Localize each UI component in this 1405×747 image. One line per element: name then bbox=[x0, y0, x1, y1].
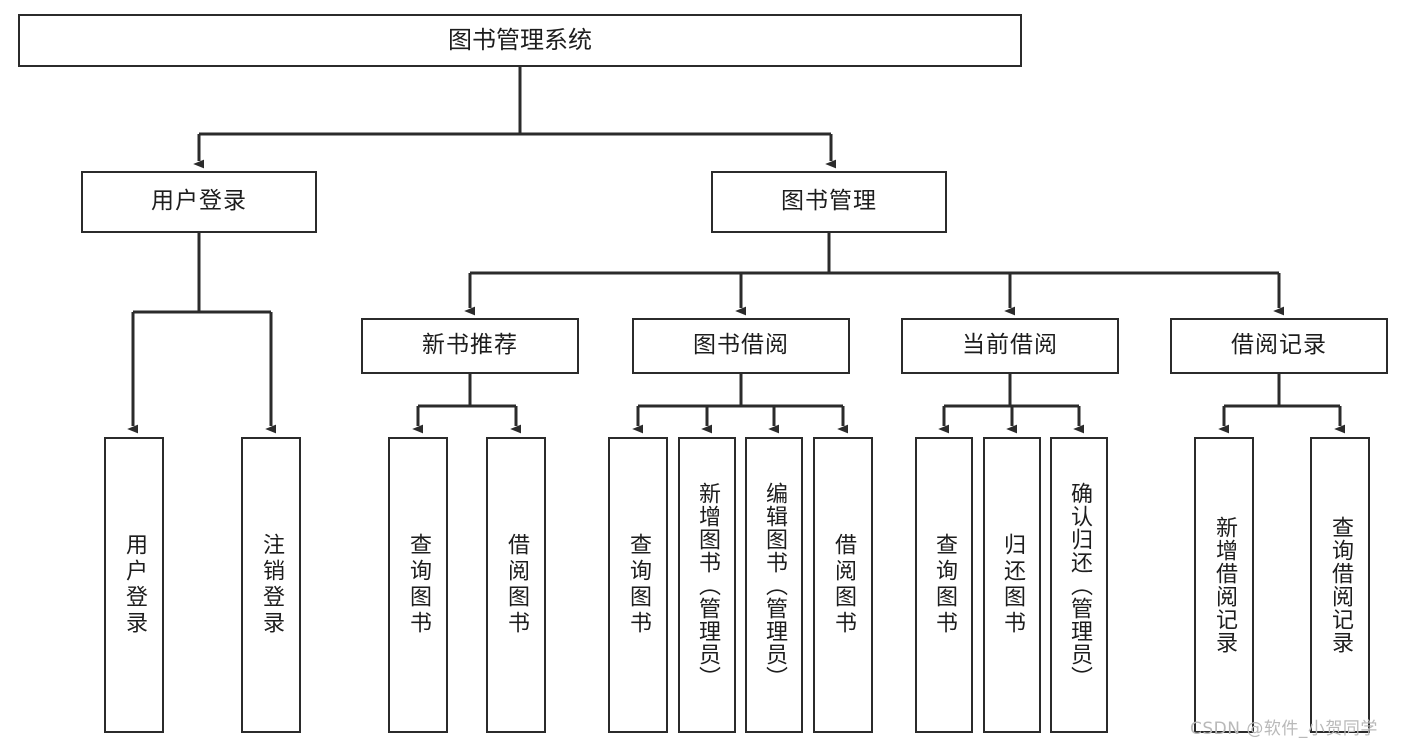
node-book-borrow[interactable]: 图书借阅 bbox=[632, 318, 850, 374]
node-root-label: 图书管理系统 bbox=[448, 26, 592, 55]
node-leaf-borrow-book-1[interactable]: 借阅图书 bbox=[486, 437, 546, 733]
watermark: CSDN @软件_小贺同学 bbox=[1190, 719, 1378, 739]
node-leaf-borrow-book-2[interactable]: 借阅图书 bbox=[813, 437, 873, 733]
node-leaf-query-book-3[interactable]: 查询图书 bbox=[915, 437, 973, 733]
node-leaf-add-record-label: 新增借阅记录 bbox=[1212, 516, 1237, 654]
node-leaf-query-record[interactable]: 查询借阅记录 bbox=[1310, 437, 1370, 733]
node-leaf-add-book[interactable]: 新增图书（管理员） bbox=[678, 437, 736, 733]
node-new-book-rec[interactable]: 新书推荐 bbox=[361, 318, 579, 374]
node-leaf-query-book-2[interactable]: 查询图书 bbox=[608, 437, 668, 733]
node-leaf-edit-book-label: 编辑图书（管理员） bbox=[762, 481, 787, 689]
node-leaf-query-book-2-label: 查询图书 bbox=[626, 533, 651, 637]
node-leaf-confirm-return-label: 确认归还（管理员） bbox=[1067, 481, 1092, 689]
node-leaf-query-book-1-label: 查询图书 bbox=[406, 533, 431, 637]
node-book-borrow-label: 图书借阅 bbox=[693, 332, 789, 359]
node-leaf-borrow-book-2-label: 借阅图书 bbox=[831, 533, 856, 637]
node-leaf-add-book-label: 新增图书（管理员） bbox=[695, 481, 720, 689]
node-leaf-borrow-book-1-label: 借阅图书 bbox=[504, 533, 529, 637]
node-leaf-return-book[interactable]: 归还图书 bbox=[983, 437, 1041, 733]
node-user-login[interactable]: 用户登录 bbox=[81, 171, 317, 233]
node-leaf-add-record[interactable]: 新增借阅记录 bbox=[1194, 437, 1254, 733]
node-leaf-query-record-label: 查询借阅记录 bbox=[1328, 516, 1353, 654]
node-leaf-query-book-3-label: 查询图书 bbox=[932, 533, 957, 637]
node-borrow-record-label: 借阅记录 bbox=[1231, 332, 1327, 359]
node-borrow-record[interactable]: 借阅记录 bbox=[1170, 318, 1388, 374]
node-leaf-user-logout-label: 注销登录 bbox=[259, 533, 284, 637]
node-leaf-confirm-return[interactable]: 确认归还（管理员） bbox=[1050, 437, 1108, 733]
node-root[interactable]: 图书管理系统 bbox=[18, 14, 1022, 67]
node-current-borrow[interactable]: 当前借阅 bbox=[901, 318, 1119, 374]
node-new-book-rec-label: 新书推荐 bbox=[422, 332, 518, 359]
node-leaf-edit-book[interactable]: 编辑图书（管理员） bbox=[745, 437, 803, 733]
node-leaf-user-login[interactable]: 用户登录 bbox=[104, 437, 164, 733]
node-leaf-user-login-label: 用户登录 bbox=[122, 533, 147, 637]
node-leaf-user-logout[interactable]: 注销登录 bbox=[241, 437, 301, 733]
node-book-manage[interactable]: 图书管理 bbox=[711, 171, 947, 233]
node-user-login-label: 用户登录 bbox=[151, 188, 247, 215]
node-leaf-return-book-label: 归还图书 bbox=[1000, 533, 1025, 637]
node-leaf-query-book-1[interactable]: 查询图书 bbox=[388, 437, 448, 733]
node-current-borrow-label: 当前借阅 bbox=[962, 332, 1058, 359]
node-book-manage-label: 图书管理 bbox=[781, 188, 877, 215]
